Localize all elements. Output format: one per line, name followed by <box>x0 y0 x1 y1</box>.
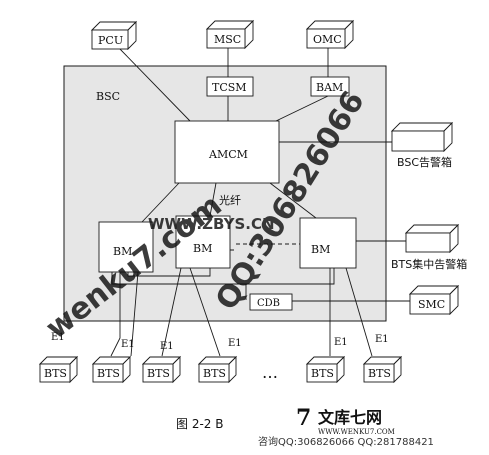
bts-row: BTS BTS BTS BTS BTS BTS <box>38 355 403 384</box>
contact-footer: 咨询QQ:306826066 QQ:281788421 <box>258 435 434 448</box>
bts-label-4: BTS <box>203 367 226 380</box>
connection-lines <box>110 46 410 357</box>
site-logo: 7 文库七网 WWW.WENKU7.COM <box>296 405 395 436</box>
cdb-box: CDB <box>249 293 293 311</box>
ellipsis: … <box>262 363 278 382</box>
bam-label: BAM <box>316 81 343 94</box>
figure-caption: 图 2-2 B <box>176 417 223 431</box>
tcsm-box: TCSM <box>206 76 254 97</box>
e1-label-3: E1 <box>160 341 174 352</box>
logo-cn: 文库七网 <box>318 408 382 427</box>
watermark-zbys: WWW.ZBYS.CN <box>148 215 275 233</box>
bts-alarm-label: BTS集中告警箱 <box>391 257 467 271</box>
bts-box-4: BTS <box>197 355 238 384</box>
e1-label-2: E1 <box>121 339 135 350</box>
smc-box: SMC <box>408 284 460 316</box>
bm-box-3: BM <box>299 217 357 269</box>
bts-label-6: BTS <box>368 367 391 380</box>
bts-box-6: BTS <box>362 355 403 384</box>
bts-label-2: BTS <box>97 367 120 380</box>
cdb-label: CDB <box>257 298 280 309</box>
bm-label-3: BM <box>311 243 330 256</box>
amcm-box: AMCM <box>174 120 280 184</box>
bm-box-2: BM <box>175 215 231 269</box>
msc-label: MSC <box>214 33 241 46</box>
omc-label: OMC <box>313 33 342 46</box>
omc-box: OMC <box>305 19 355 50</box>
bsc-container <box>63 65 387 322</box>
logo-url: WWW.WENKU7.COM <box>318 428 395 436</box>
bsc-alarm-box <box>390 121 454 153</box>
bts-box-3: BTS <box>141 355 182 384</box>
bts-box-2: BTS <box>91 355 132 384</box>
msc-box: MSC <box>205 19 255 50</box>
bm-label-1: BM <box>113 245 132 258</box>
logo-mark: 7 <box>296 405 311 431</box>
bsc-label: BSC <box>96 90 120 103</box>
bts-label-5: BTS <box>311 367 334 380</box>
amcm-label: AMCM <box>208 148 248 161</box>
bts-box-5: BTS <box>305 355 346 384</box>
fiber-label: 光纤 <box>219 193 241 207</box>
bam-box: BAM <box>310 76 350 97</box>
smc-label: SMC <box>418 298 445 311</box>
pcu-box: PCU <box>90 20 138 51</box>
e1-label-5: E1 <box>334 337 348 348</box>
bm-box-1: BM <box>98 221 154 273</box>
pcu-label: PCU <box>98 34 123 47</box>
bts-box-1: BTS <box>38 355 79 384</box>
bts-label-1: BTS <box>44 367 67 380</box>
bsc-alarm-label: BSC告警箱 <box>397 155 452 169</box>
tcsm-label: TCSM <box>212 81 247 94</box>
bts-alarm-box <box>404 223 460 254</box>
e1-label-4: E1 <box>228 338 242 349</box>
e1-label-6: E1 <box>375 334 389 345</box>
bm-label-2: BM <box>193 242 212 255</box>
bts-label-3: BTS <box>147 367 170 380</box>
e1-label-1: E1 <box>51 332 65 343</box>
